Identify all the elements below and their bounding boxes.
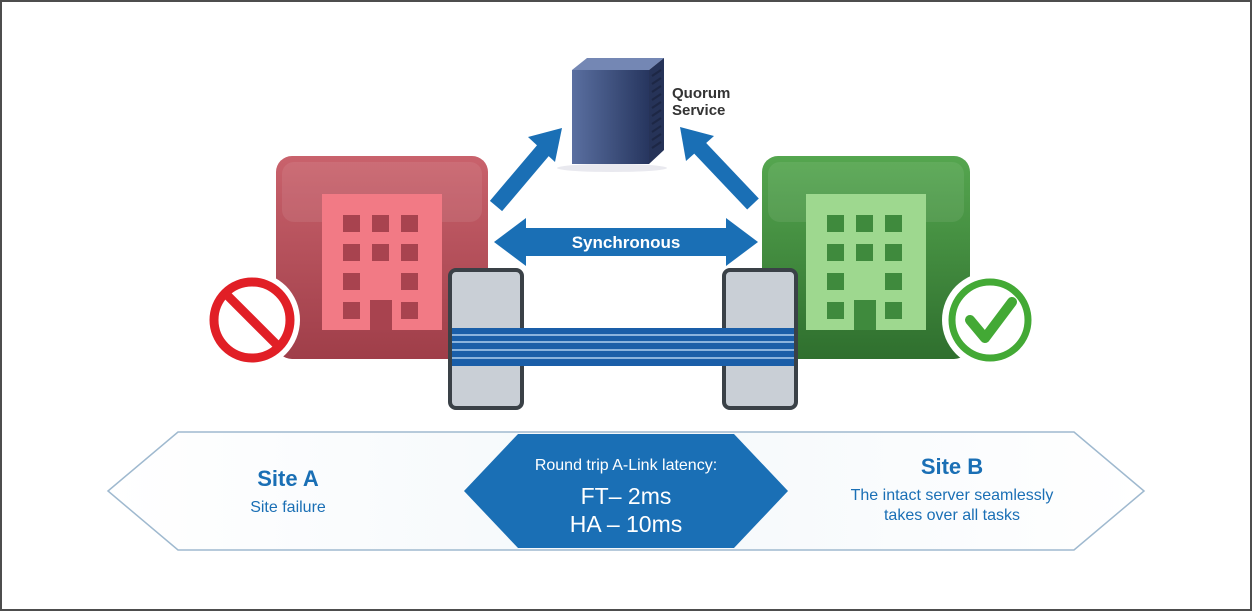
building-icon xyxy=(322,194,442,330)
site-b-desc-line2: takes over all tasks xyxy=(884,507,1020,524)
arrow-site-b-to-quorum xyxy=(680,127,759,210)
latency-ha: HA – 10ms xyxy=(570,511,683,537)
synchronous-arrow xyxy=(494,218,758,266)
checkmark-icon xyxy=(942,272,1038,368)
latency-heading: Round trip A-Link latency: xyxy=(535,457,717,474)
synchronous-label: Synchronous xyxy=(572,233,681,252)
server-icon xyxy=(557,58,667,172)
site-a-title: Site A xyxy=(257,466,319,491)
quorum-label-line2: Service xyxy=(672,102,725,119)
prohibited-icon xyxy=(204,272,300,368)
a-link-cable xyxy=(448,268,798,410)
site-b-title: Site B xyxy=(921,454,983,479)
site-b-desc-line1: The intact server seamlessly xyxy=(851,487,1054,504)
quorum-label-line1: Quorum xyxy=(672,85,730,102)
bottom-banner xyxy=(106,431,1146,551)
site-a-status: Site failure xyxy=(250,499,326,516)
building-icon xyxy=(806,194,926,330)
arrow-site-a-to-quorum xyxy=(489,128,562,212)
latency-ft: FT– 2ms xyxy=(581,483,672,509)
